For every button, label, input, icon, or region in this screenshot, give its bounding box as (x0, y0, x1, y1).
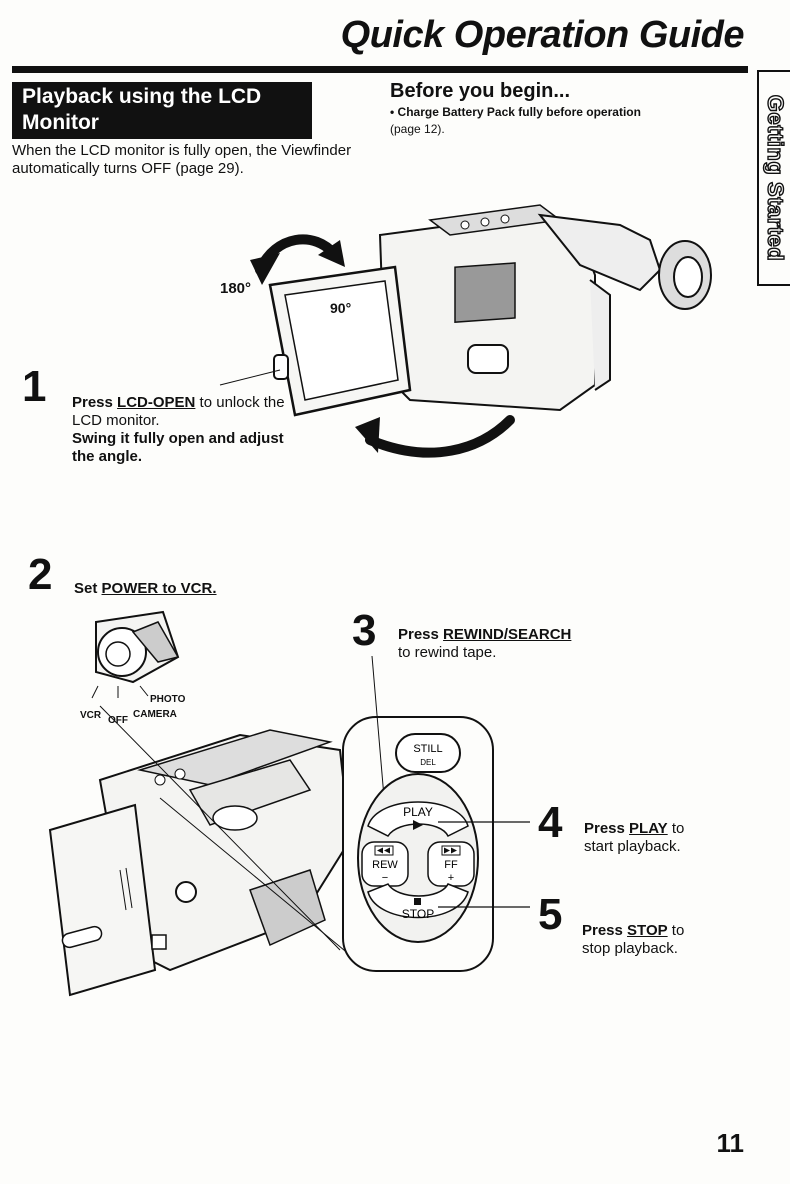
camcorder-lcd-illustration: 180° 90° (219, 204, 712, 458)
step-4-number: 4 (538, 798, 563, 847)
step-4-after: to (667, 820, 685, 837)
before-note: • Charge Battery Pack fully before opera… (390, 104, 730, 138)
mode-dial-illustration (91, 610, 180, 699)
play-icon (413, 820, 423, 830)
page-number: 11 (716, 1128, 745, 1158)
step-5-after: to (667, 922, 685, 939)
step-2-number: 2 (28, 550, 53, 599)
rew-label: REW (372, 859, 398, 871)
step-5-lead: Press (582, 922, 628, 939)
stop-icon (414, 898, 421, 905)
ff-icon-tri-2 (451, 847, 457, 854)
section-heading: Playback using the LCD Monitor (12, 82, 312, 139)
step-3-after: to rewind tape. (398, 644, 497, 661)
step-1-lead: Press (72, 394, 118, 411)
still-del-button[interactable] (395, 733, 461, 773)
stop-label: STOP (402, 907, 434, 921)
step-1-number: 1 (22, 362, 47, 411)
ff-icon-tri-1 (444, 847, 450, 854)
step-4-text: Press PLAY to start playback. (584, 820, 684, 856)
dial-vcr-label: VCR (80, 710, 102, 721)
ff-label: FF (444, 859, 458, 871)
dial-off-label: OFF (108, 715, 128, 726)
angle-90-label: 90° (330, 300, 351, 316)
before-note-rest: (page 12). (390, 122, 445, 136)
intro-text: When the LCD monitor is fully open, the … (12, 142, 352, 177)
step-3-text: Press REWIND/SEARCH to rewind tape. (398, 626, 571, 662)
camcorder-rear-illustration (48, 705, 352, 997)
step-4-key: PLAY (629, 820, 668, 837)
rew-icon-tri-2 (384, 847, 390, 854)
before-note-bold: • Charge Battery Pack fully before opera… (390, 105, 641, 119)
dial-camera-label: CAMERA (133, 709, 177, 720)
before-title: Before you begin... (390, 80, 571, 102)
step-5-text: Press STOP to stop playback. (582, 922, 684, 958)
step-5-key: STOP (627, 922, 668, 939)
step-4-line2: start playback. (584, 838, 681, 855)
step-2-lead: Set (74, 580, 102, 597)
dial-photo-label: PHOTO (150, 694, 186, 705)
step-4-lead: Press (584, 820, 630, 837)
side-tab-label: Getting Started (762, 94, 788, 262)
angle-180-label: 180° (220, 280, 251, 297)
step-2-key: POWER to VCR. (101, 580, 217, 597)
page-title: Quick Operation Guide (340, 14, 745, 56)
step-1-after: to unlock the LCD monitor. (72, 394, 285, 429)
step-3-key: REWIND/SEARCH (443, 626, 572, 643)
step-3-lead: Press (398, 626, 444, 643)
ff-plus: + (448, 872, 454, 884)
rew-minus: − (382, 872, 388, 884)
step-2-text: Set POWER to VCR. (74, 580, 217, 598)
step-1-bold: Swing it fully open and adjust the angle… (72, 430, 284, 465)
still-label: STILL (413, 743, 442, 755)
play-label: PLAY (403, 805, 433, 819)
step-1-text: Press LCD-OPEN to unlock the LCD monitor… (72, 394, 292, 466)
control-panel-buttons: STILL DEL PLAY REW − FF + STOP (357, 655, 530, 943)
header-rule (12, 66, 748, 73)
del-label: DEL (420, 758, 436, 767)
side-tab: Getting Started (757, 70, 790, 286)
rew-icon-tri-1 (377, 847, 383, 854)
step-1-key: LCD-OPEN (117, 394, 196, 411)
step-3-number: 3 (352, 606, 377, 655)
step-5-number: 5 (538, 890, 563, 939)
step-5-line2: stop playback. (582, 940, 678, 957)
play-button[interactable] (367, 801, 469, 838)
